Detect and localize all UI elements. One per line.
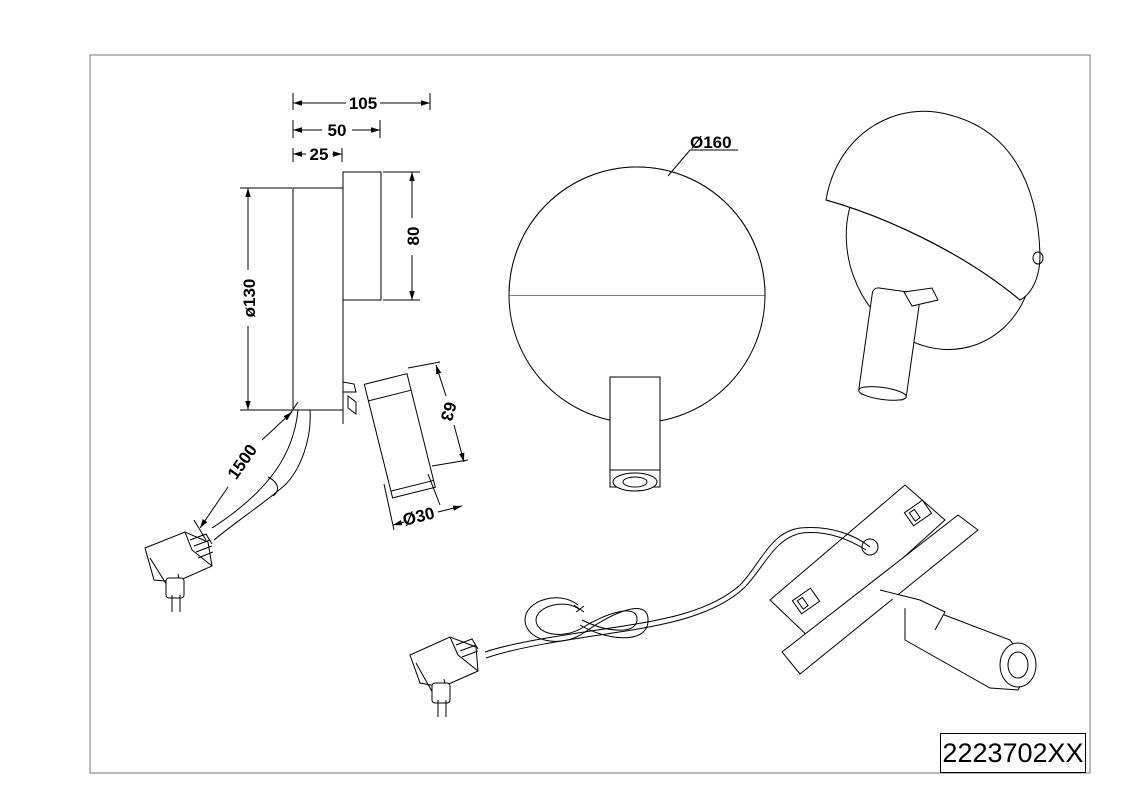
cable xyxy=(211,409,299,529)
package-cable xyxy=(484,526,871,653)
article-number: 2223702XX xyxy=(942,737,1084,768)
dim-plate-diameter: ø130 xyxy=(240,279,259,318)
drawing-frame xyxy=(89,54,1091,774)
base-box xyxy=(342,171,382,301)
switch-upper xyxy=(903,499,933,527)
dim-1500: 1500 xyxy=(224,441,261,483)
dim-80: 80 xyxy=(404,227,423,246)
dim-front-diameter: Ø160 xyxy=(690,133,732,152)
perspective-view xyxy=(825,110,1044,401)
perspective-spot-head xyxy=(858,287,921,401)
lamp-head xyxy=(363,373,436,499)
dim-50: 50 xyxy=(328,121,347,140)
article-number-box: 2223702XX xyxy=(940,733,1086,773)
side-dimensions xyxy=(193,93,469,541)
front-view xyxy=(508,149,766,492)
wall-plate xyxy=(292,187,344,411)
plug-side-view xyxy=(144,531,214,612)
switch-lower xyxy=(791,587,821,615)
dim-105: 105 xyxy=(349,94,377,113)
side-view xyxy=(144,171,436,612)
front-spot-head xyxy=(609,376,661,488)
dim-25: 25 xyxy=(310,145,329,164)
package-view xyxy=(409,484,1037,717)
dim-63: 63 xyxy=(437,400,460,423)
plug-package-view xyxy=(409,636,479,717)
dim-head-diameter: Ø30 xyxy=(401,504,437,530)
